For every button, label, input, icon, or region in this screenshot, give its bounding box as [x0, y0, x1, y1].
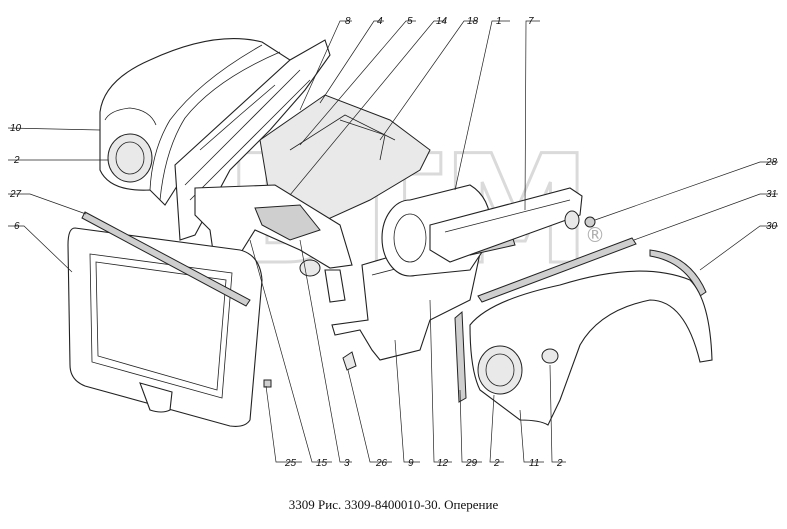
callout-12: 12	[437, 458, 449, 469]
clip	[263, 379, 272, 388]
side-lamp	[541, 348, 559, 364]
right-fender	[469, 270, 713, 426]
callout-30: 30	[766, 221, 778, 232]
callout-2-mid: 2	[493, 458, 500, 469]
callout-5: 5	[407, 16, 413, 27]
callout-26: 26	[375, 458, 388, 469]
rail-end	[564, 210, 580, 230]
left-fender	[99, 38, 291, 206]
callout-6: 6	[14, 221, 20, 232]
callout-18: 18	[467, 16, 479, 27]
right-headlight	[477, 345, 523, 395]
watermark-registered-mark: ®	[585, 223, 605, 247]
callout-2-right: 2	[556, 458, 563, 469]
callout-11: 11	[529, 458, 539, 469]
callout-14: 14	[436, 16, 448, 27]
callout-1: 1	[496, 16, 502, 27]
grille-seal	[81, 211, 251, 307]
callout-8: 8	[345, 16, 351, 27]
bolt	[584, 216, 596, 228]
callout-7: 7	[528, 16, 534, 27]
callout-25: 25	[284, 458, 297, 469]
callout-9: 9	[408, 458, 414, 469]
callout-labels: 8 4 5 14 18 1 7 10 2 27 6 28 31 30 25 15…	[9, 16, 778, 469]
leader-lines	[7, 20, 778, 463]
callout-28: 28	[765, 157, 778, 168]
callout-3: 3	[344, 458, 350, 469]
callout-2-left: 2	[13, 155, 20, 166]
callout-15: 15	[316, 458, 328, 469]
radiator-grille	[67, 227, 263, 427]
callout-29: 29	[465, 458, 478, 469]
small-bracket	[342, 351, 357, 371]
fender-strip	[454, 310, 467, 403]
callout-31: 31	[766, 189, 777, 200]
figure-caption: 3309 Рис. 3309-8400010-30. Оперение	[288, 497, 499, 512]
callout-27: 27	[9, 189, 22, 200]
bracket-boss	[299, 259, 321, 277]
callout-10: 10	[10, 123, 22, 134]
fender-rail	[429, 187, 583, 263]
fender-seal	[477, 237, 637, 303]
callout-4: 4	[377, 16, 383, 27]
left-headlight	[107, 133, 153, 183]
